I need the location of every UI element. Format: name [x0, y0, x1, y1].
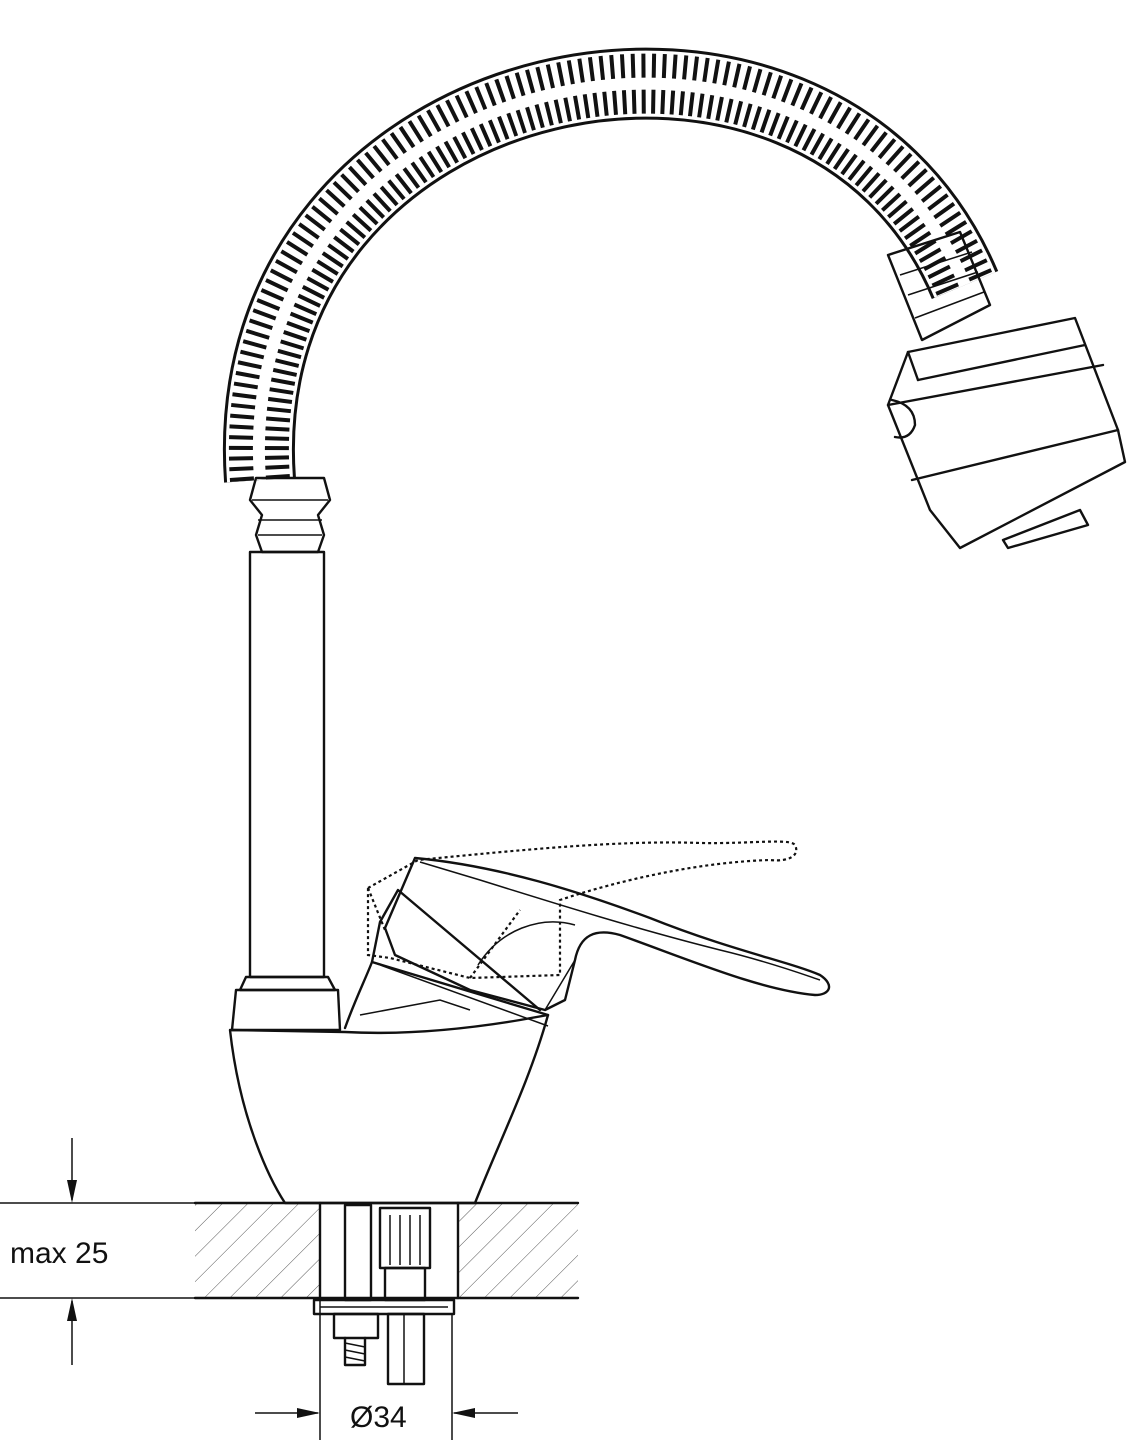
dimension-diameter: Ø34: [255, 1298, 518, 1440]
mounting-hardware: [312, 1203, 456, 1386]
mixer-handle: [383, 856, 831, 1012]
countertop-section: [193, 1201, 580, 1300]
dimension-label-diameter: Ø34: [350, 1401, 407, 1434]
dimension-thickness: max 25: [0, 1138, 195, 1365]
handle-alternate-position: [366, 840, 798, 980]
flexible-hose: [222, 47, 999, 483]
sprayer-head: [886, 230, 1127, 550]
spout-tube: [230, 476, 342, 1032]
dimension-label-max: max 25: [10, 1237, 108, 1270]
mixer-body: [228, 888, 550, 1205]
